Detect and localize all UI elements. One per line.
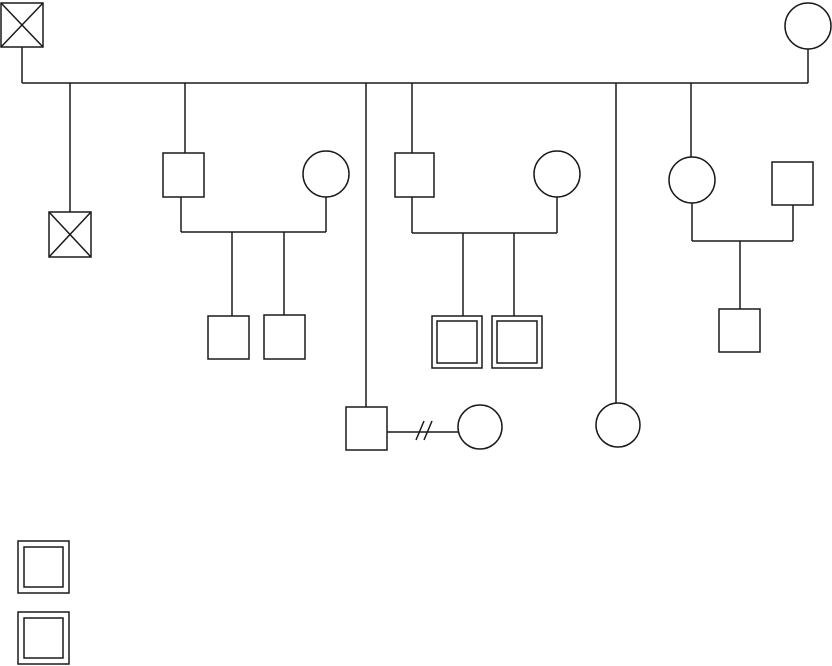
legend-symbol-1 xyxy=(18,541,69,593)
sibship-line xyxy=(22,47,808,83)
child-son-4-b-symbol xyxy=(492,316,542,368)
son-2-symbol xyxy=(163,153,204,197)
grandmother-symbol xyxy=(785,3,831,49)
son-1-symbol xyxy=(49,212,91,257)
partner-of-son-4-symbol xyxy=(534,151,580,197)
partner-of-son-3-symbol xyxy=(458,405,502,449)
son-3-symbol xyxy=(346,407,387,450)
son-4-symbol xyxy=(395,153,434,197)
child-daughter-2-symbol xyxy=(719,309,760,352)
partner-of-daughter-2-symbol xyxy=(772,162,813,205)
child-son-4-a-symbol xyxy=(432,316,482,368)
son-4-family-lines xyxy=(412,197,557,316)
child-son-2-b-symbol xyxy=(264,315,305,359)
child-son-2-a-symbol xyxy=(208,316,249,359)
legend xyxy=(18,541,69,664)
daughter-2-family-lines xyxy=(692,203,793,309)
descent-lines xyxy=(70,83,691,407)
daughter-1-symbol xyxy=(596,403,640,447)
son-2-family-lines xyxy=(181,197,326,316)
grandfather-symbol xyxy=(1,3,43,47)
partner-of-son-2-symbol xyxy=(303,151,349,197)
daughter-2-symbol xyxy=(669,157,715,203)
legend-symbol-2 xyxy=(18,612,69,664)
divorced-partnership-line xyxy=(387,421,458,440)
